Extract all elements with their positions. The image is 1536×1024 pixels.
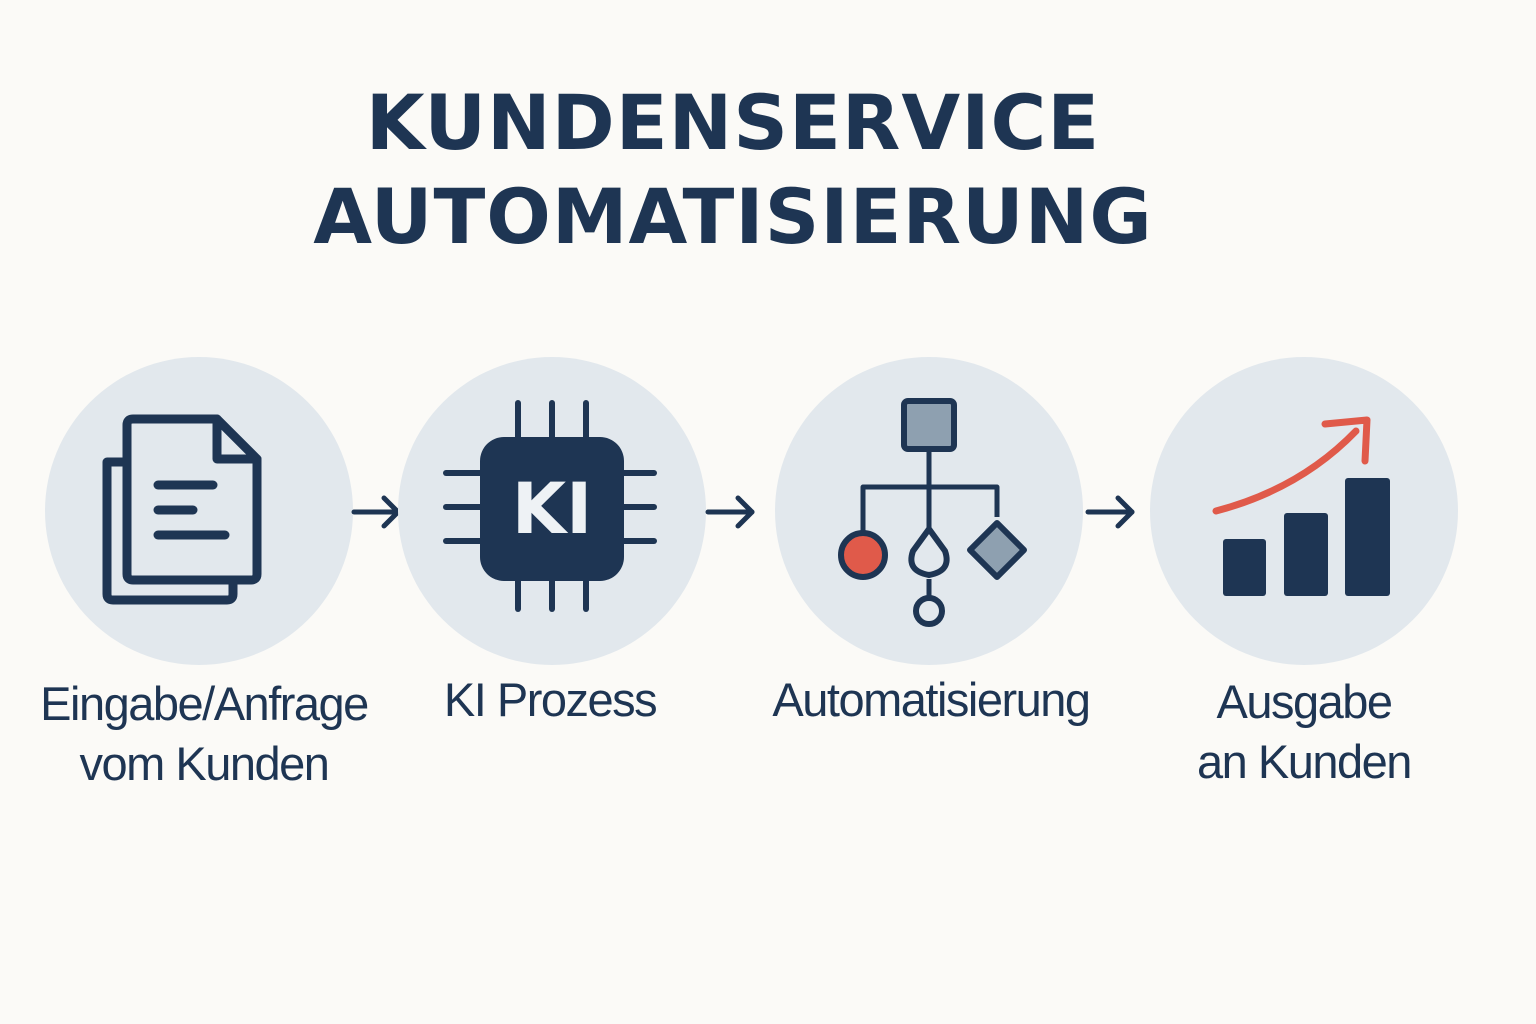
arrow-right-icon <box>1085 495 1135 529</box>
step-label-line: vom Kunden <box>79 737 330 790</box>
step-label-automation: Automatisierung <box>731 670 1131 730</box>
step-label-line: KI Prozess <box>443 673 658 726</box>
title-line-2: AUTOMATISIERUNG <box>313 172 1153 261</box>
step-label-output: Ausgabe an Kunden <box>1104 672 1504 792</box>
chip-icon: KI <box>443 400 657 612</box>
step-label-line: Eingabe/Anfrage <box>40 677 369 730</box>
flowchart-icon <box>838 398 1027 627</box>
chip-label: KI <box>512 468 592 550</box>
step-label-line: Ausgabe <box>1216 675 1393 728</box>
step-circle-input <box>45 357 353 665</box>
step-circle-ki: KI <box>398 357 706 665</box>
step-circle-automation <box>775 357 1083 665</box>
title-line-1: KUNDENSERVICE <box>365 78 1101 167</box>
arrow-right-icon <box>705 495 755 529</box>
growth-chart-icon <box>1212 416 1390 596</box>
step-label-line: an Kunden <box>1197 735 1412 788</box>
step-label-ki: KI Prozess <box>350 670 750 730</box>
step-circle-output <box>1150 357 1458 665</box>
document-icon <box>102 414 262 605</box>
step-label-input: Eingabe/Anfrage vom Kunden <box>4 674 404 794</box>
step-label-line: Automatisierung <box>772 673 1091 726</box>
